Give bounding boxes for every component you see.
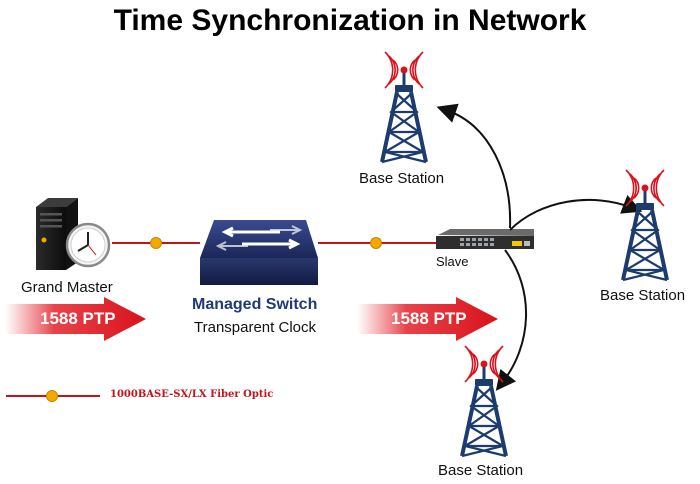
legend-fiber-connector	[46, 390, 58, 402]
ptp-arrow-left	[5, 297, 146, 341]
transparent-clock-label: Transparent Clock	[194, 319, 316, 336]
slave-switch-icon	[436, 229, 534, 249]
link-to-bottom-station	[495, 249, 528, 391]
slave-label: Slave	[436, 254, 469, 269]
base-station-right-label: Base Station	[600, 287, 686, 304]
link-to-top-station	[436, 103, 512, 229]
legend-fiber-label: 1000BASE-SX/LX Fiber Optic	[110, 389, 274, 400]
grand-master-label: Grand Master	[21, 279, 113, 296]
page-title: Time Synchronization in Network	[113, 4, 587, 37]
base-station-top-label: Base Station	[359, 170, 445, 187]
managed-switch-icon	[200, 220, 318, 285]
ptp-arrow-left-label: 1588 PTP	[40, 309, 116, 328]
base-station-bottom-icon	[460, 344, 508, 458]
base-station-right-icon	[621, 168, 669, 282]
base-station-bottom-label: Base Station	[438, 462, 524, 479]
managed-switch-label: Managed Switch	[192, 296, 318, 313]
fiber-connector	[370, 237, 382, 249]
grand-master-icon	[36, 198, 111, 270]
fiber-connector	[150, 237, 162, 249]
ptp-arrow-right-label: 1588 PTP	[391, 309, 467, 328]
link-to-right-station	[509, 195, 643, 231]
ptp-arrow-right	[357, 297, 498, 341]
base-station-top-icon	[380, 50, 428, 164]
